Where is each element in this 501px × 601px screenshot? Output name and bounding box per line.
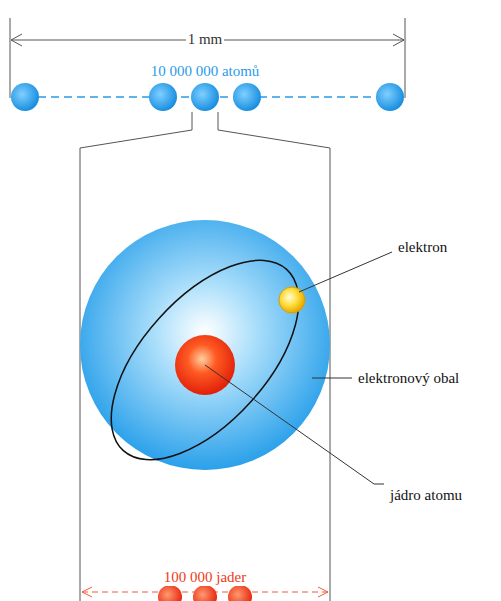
zoom-lines (80, 112, 330, 601)
dimension-label: 1 mm (186, 30, 225, 48)
electron-shell (80, 220, 330, 470)
part-label: elektronový obal (356, 369, 461, 387)
count-label: 10 000 000 atomů (149, 62, 262, 80)
leader-lines (205, 252, 392, 484)
count-label: 100 000 jader (162, 568, 248, 586)
nucleus-dots (158, 585, 252, 601)
part-label: elektron (396, 238, 449, 256)
atom-dots (11, 83, 404, 111)
orbit (77, 228, 332, 492)
part-label: jádro atomu (388, 486, 464, 504)
